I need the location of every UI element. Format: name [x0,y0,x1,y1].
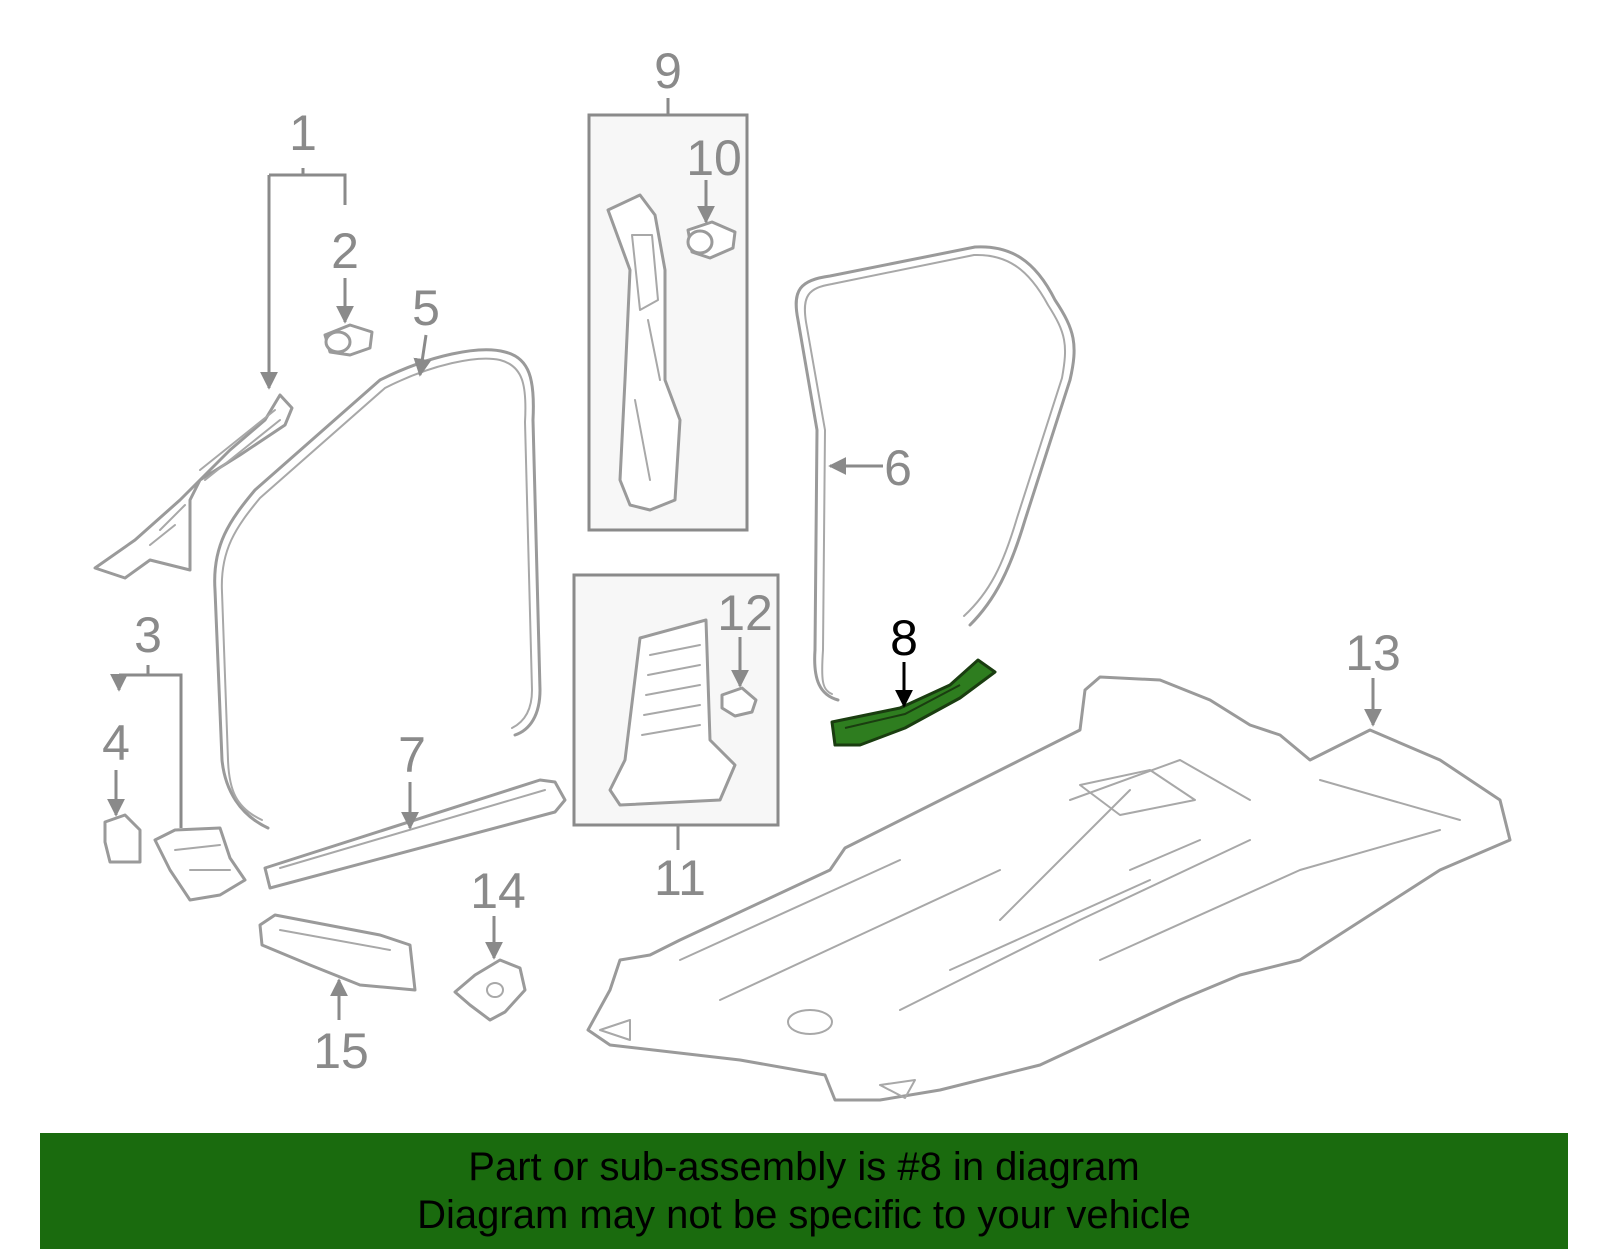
part-13-floor-carpet [586,675,1512,1102]
part-11-b-pillar-lower-trim [608,618,737,807]
callout-10: 10 [686,130,742,186]
callout-6: 6 [884,440,912,496]
part-15-duct [258,913,417,992]
part-3-cowl-side-trim [153,826,247,902]
part-10-clip [686,220,737,260]
callout-8: 8 [890,610,918,666]
callout-4: 4 [102,715,130,771]
callout-15: 15 [313,1023,369,1079]
part-14-bracket [453,958,527,1022]
callout-13: 13 [1345,625,1401,681]
part-2-clip [323,323,374,357]
callout-1: 1 [289,105,317,161]
part-8-shape [830,658,997,747]
banner-line-disclaimer: Diagram may not be specific to your vehi… [417,1193,1191,1237]
info-banner: Part or sub-assembly is #8 in diagram Di… [40,1133,1568,1249]
part-1-a-pillar-trim [93,393,294,580]
part-8-rear-scuff-plate [830,658,997,747]
callout-7: 7 [398,727,426,783]
part-6-rear-weatherstrip [794,245,1076,702]
callout-14: 14 [470,863,526,919]
leader-lines [116,98,1382,1020]
callout-9: 9 [654,43,682,99]
callout-5: 5 [412,280,440,336]
callout-11: 11 [654,850,706,906]
part-9-b-pillar-upper-trim [606,193,682,512]
callout-2: 2 [331,223,359,279]
parts-diagram: 1 2 3 4 5 6 7 8 9 10 11 12 13 14 15 [93,43,1512,1102]
part-4-cover [103,813,142,864]
callout-12: 12 [717,585,773,641]
callout-3: 3 [134,607,162,663]
part-12-clip [720,686,758,718]
banner-line-part: Part or sub-assembly is #8 in diagram [468,1145,1140,1189]
